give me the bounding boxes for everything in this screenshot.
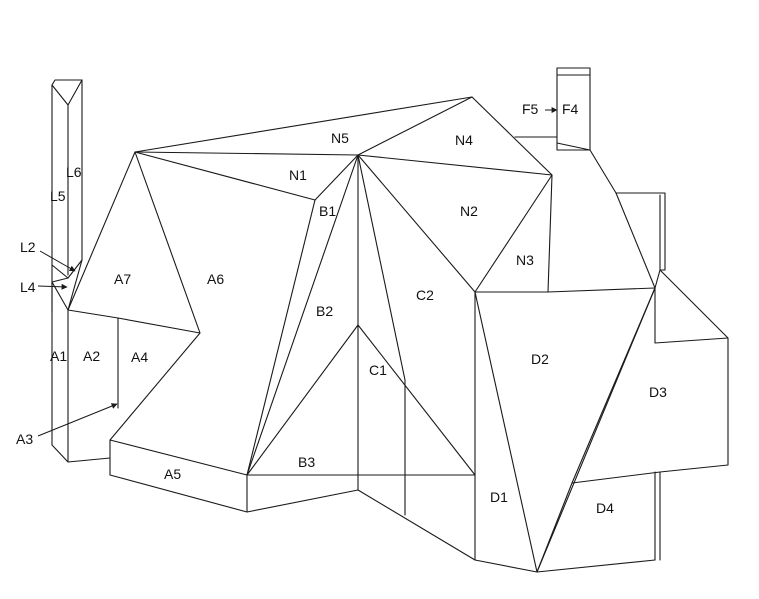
label-a5: A5	[164, 466, 181, 482]
label-b2: B2	[316, 303, 333, 319]
label-d3: D3	[649, 384, 667, 400]
arrow-l2	[39, 250, 76, 272]
label-d1: D1	[490, 489, 508, 505]
label-n5: N5	[331, 130, 349, 146]
label-c1: C1	[369, 362, 387, 378]
label-l4: L4	[20, 279, 36, 295]
ridge-roof-bc	[246, 154, 476, 561]
label-f4: F4	[562, 101, 579, 117]
label-n1: N1	[289, 167, 307, 183]
label-c2: C2	[416, 287, 434, 303]
label-d2: D2	[531, 351, 549, 367]
left-wing	[51, 281, 248, 513]
label-a1: A1	[50, 348, 67, 364]
main-roof-a	[67, 151, 316, 476]
ridge-roof-n	[134, 96, 656, 293]
label-n4: N4	[455, 132, 473, 148]
label-a4: A4	[131, 349, 148, 365]
label-a6: A6	[207, 271, 224, 287]
label-n2: N2	[460, 203, 478, 219]
label-l6: L6	[66, 164, 82, 180]
label-l5: L5	[50, 188, 66, 204]
chimney-tower	[51, 79, 83, 313]
label-f5: F5	[522, 101, 539, 117]
label-b1: B1	[319, 203, 336, 219]
right-wing-d	[474, 149, 729, 573]
label-a3: A3	[16, 431, 33, 447]
label-n3: N3	[516, 252, 534, 268]
label-a7: A7	[114, 271, 131, 287]
label-d4: D4	[596, 500, 614, 516]
arrow-l4	[37, 283, 68, 290]
chimney-f4	[514, 67, 591, 151]
label-b3: B3	[298, 454, 315, 470]
label-l2: L2	[20, 239, 36, 255]
label-a2: A2	[83, 348, 100, 364]
arrow-a3	[37, 403, 118, 437]
